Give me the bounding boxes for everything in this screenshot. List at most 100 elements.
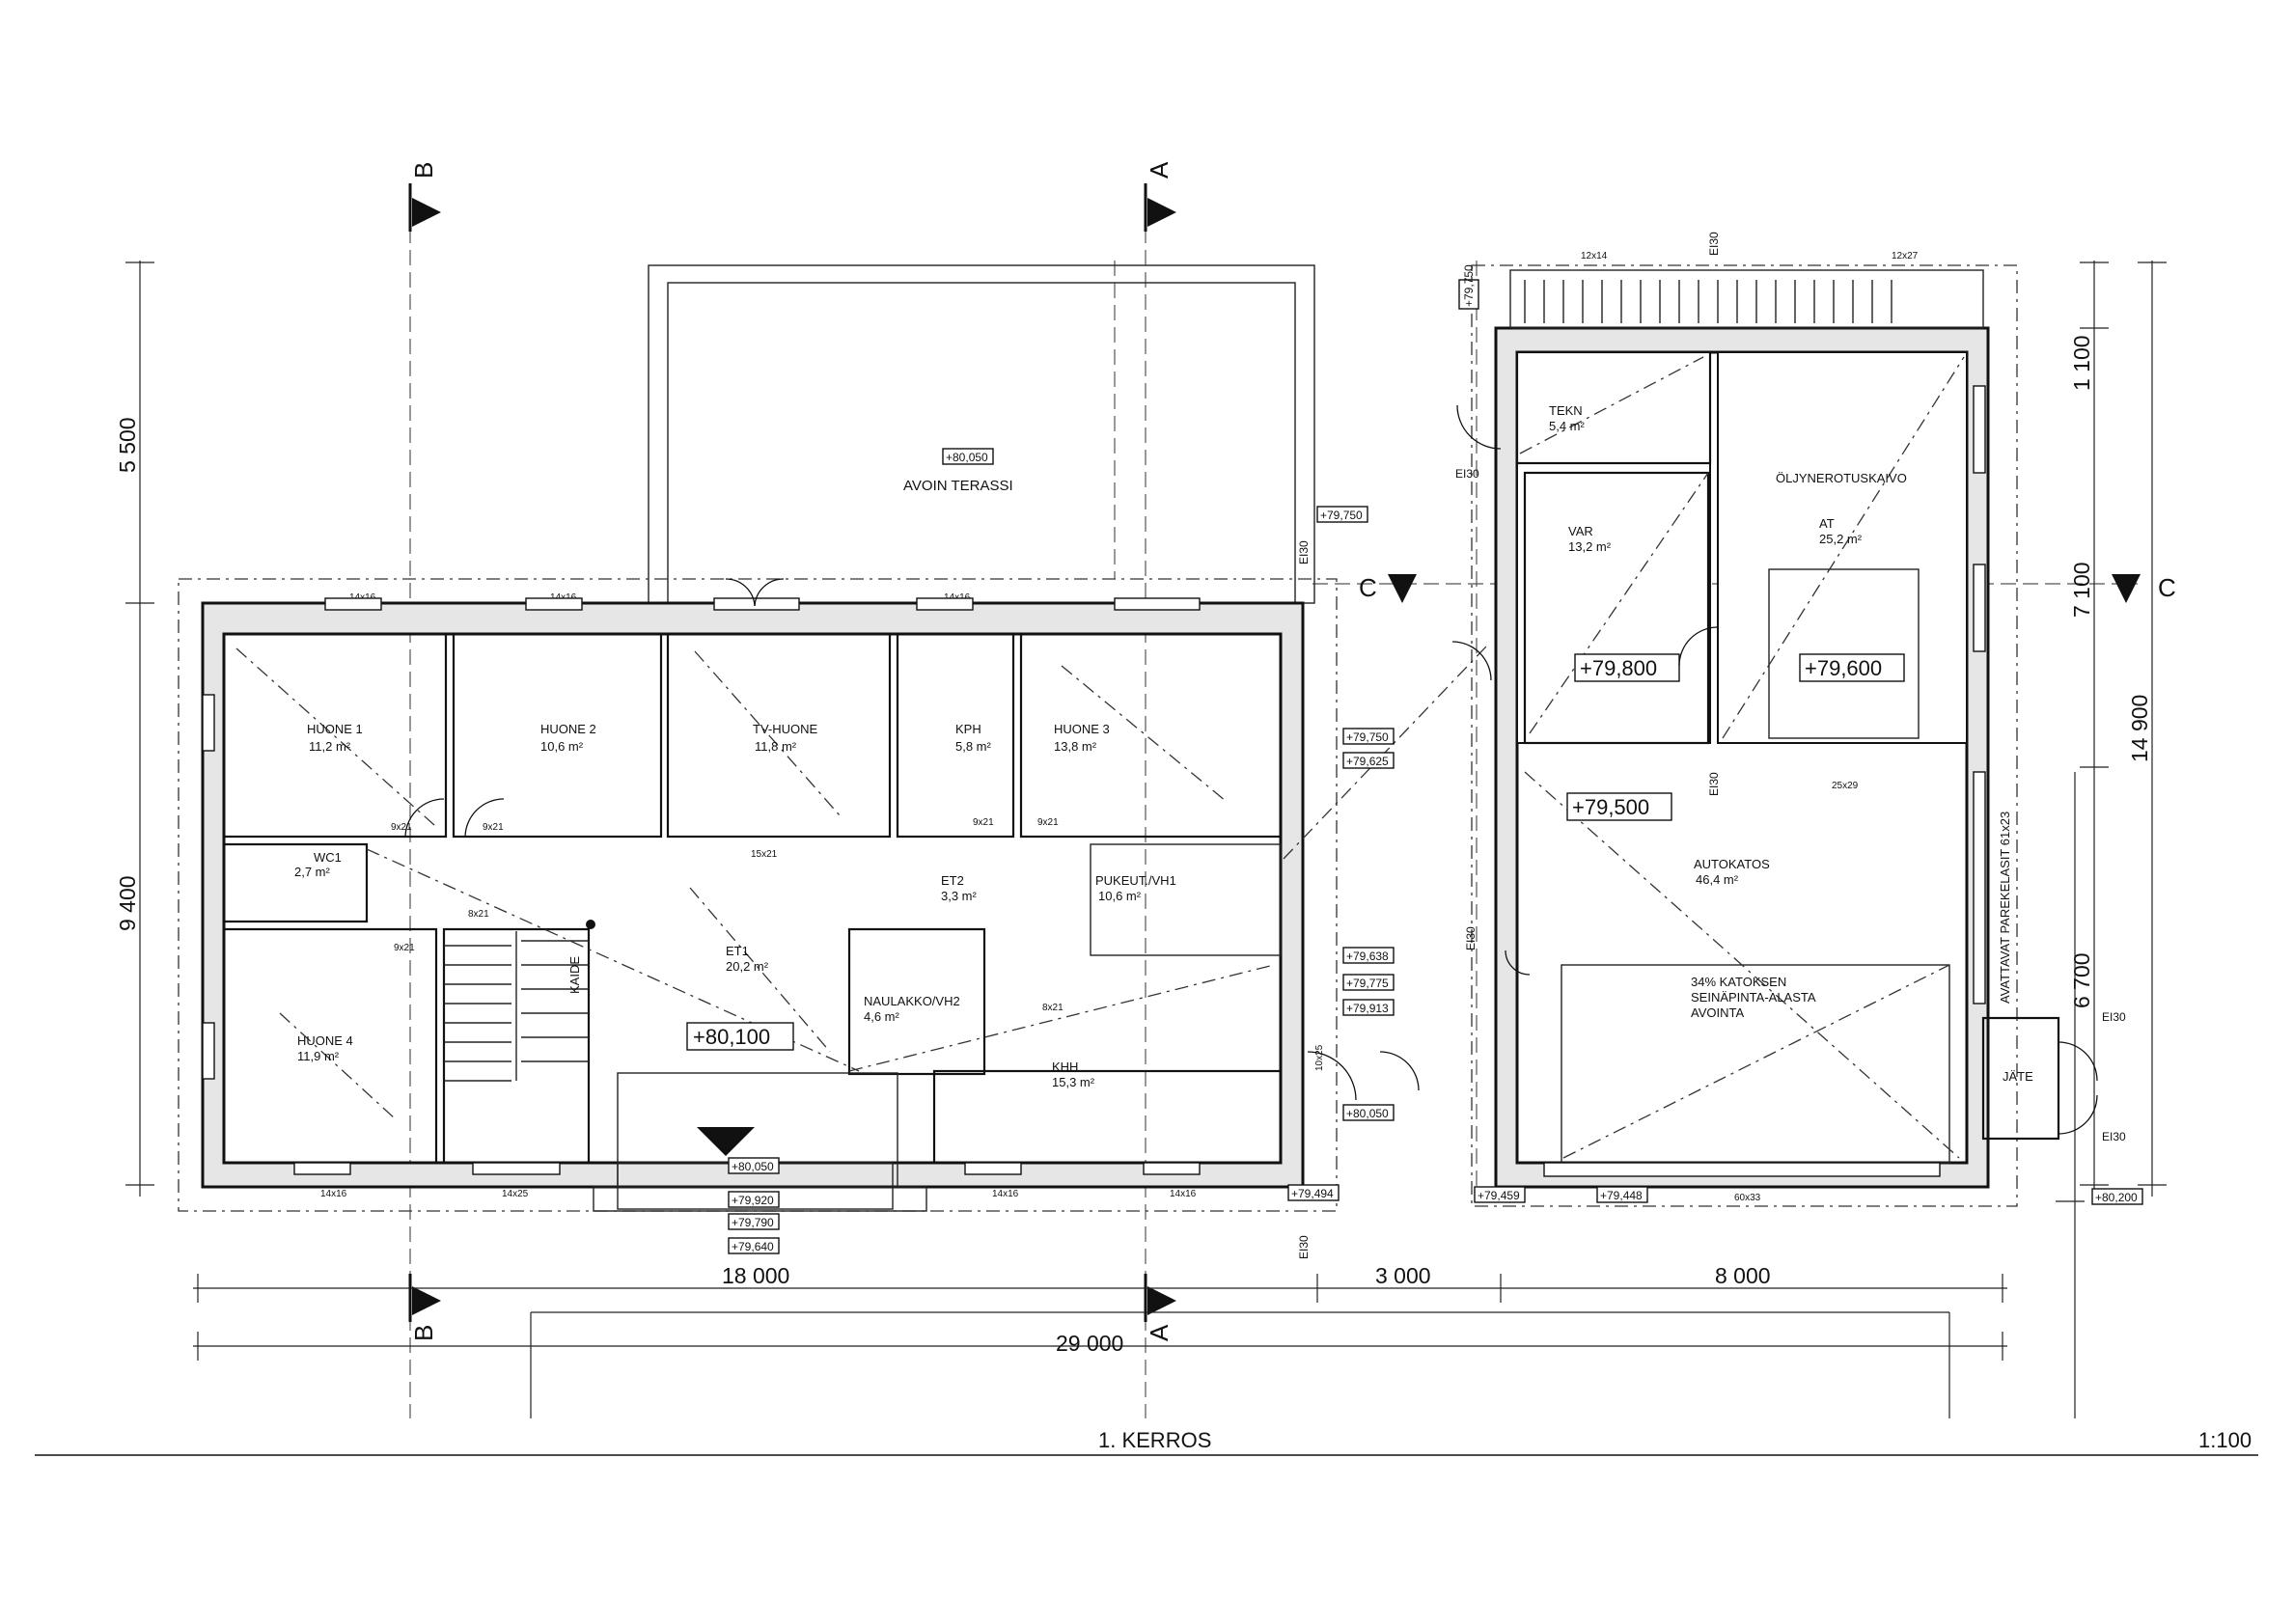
room-name: KPH bbox=[955, 722, 981, 736]
level-small: +80,050 bbox=[732, 1160, 774, 1173]
doors bbox=[404, 404, 2098, 1135]
room-area: 15,3 m² bbox=[1052, 1075, 1095, 1089]
level-small: +80,200 bbox=[2095, 1191, 2138, 1204]
door-mark: 9x21 bbox=[391, 822, 412, 833]
fire-label: EI30 bbox=[1297, 1235, 1311, 1259]
room-area: 4,6 m² bbox=[864, 1009, 900, 1024]
door-mark: 9x21 bbox=[1037, 817, 1059, 828]
window-mark: 14x16 bbox=[992, 1189, 1019, 1199]
level-small: +79,459 bbox=[1478, 1189, 1520, 1202]
window-mark: 14x16 bbox=[320, 1189, 347, 1199]
outbuilding bbox=[1283, 264, 2060, 1207]
room-area: 11,9 m² bbox=[297, 1049, 340, 1063]
room-name: VAR bbox=[1568, 524, 1593, 538]
room-area: 10,6 m² bbox=[1098, 889, 1142, 903]
room-name: TEKN bbox=[1549, 403, 1583, 418]
stair-rail-label: KAIDE bbox=[567, 956, 582, 994]
fire-label: EI30 bbox=[1297, 540, 1311, 564]
window-mark: 60x33 bbox=[1734, 1193, 1761, 1203]
window-mark: 12x14 bbox=[1581, 251, 1608, 261]
dim-14900: 14 900 bbox=[2127, 695, 2152, 762]
level-small: +80,050 bbox=[1346, 1107, 1389, 1120]
door-mark: 9x21 bbox=[394, 943, 415, 953]
section-marker-a-bottom: A bbox=[1144, 1274, 1176, 1341]
door-mark: 8x21 bbox=[468, 909, 489, 920]
stairs: KAIDE bbox=[444, 920, 595, 1082]
level-large: +79,500 bbox=[1572, 795, 1649, 819]
room-area: 2,7 m² bbox=[294, 865, 331, 879]
window-mark: 14x16 bbox=[1170, 1189, 1197, 1199]
level-large: +79,800 bbox=[1580, 656, 1657, 680]
room-name: WC1 bbox=[314, 850, 342, 865]
door-mark: 8x21 bbox=[1042, 1003, 1064, 1013]
main-house: KAIDE bbox=[178, 578, 1338, 1212]
window-mark: 12x27 bbox=[1892, 251, 1919, 261]
room-name: NAULAKKO/VH2 bbox=[864, 994, 960, 1008]
door-mark: 10x25 bbox=[1314, 1044, 1325, 1071]
level-large: +80,100 bbox=[693, 1025, 770, 1049]
room-name: HUONE 1 bbox=[307, 722, 363, 736]
terrace-level: +80,050 bbox=[946, 451, 988, 464]
glazing-label: AVATTAVAT PAREKELASIT 61x23 bbox=[1998, 812, 2012, 1004]
steps bbox=[1509, 269, 1984, 329]
level-small: +79,750 bbox=[1346, 730, 1389, 744]
level-small: +79,640 bbox=[732, 1240, 774, 1253]
fire-label: EI30 bbox=[1455, 467, 1479, 481]
room-name: KHH bbox=[1052, 1060, 1078, 1074]
room-labels: HUONE 1 11,2 m² HUONE 2 10,6 m² TV-HUONE… bbox=[294, 403, 2033, 1089]
dim-5500: 5 500 bbox=[115, 417, 140, 473]
room-name: AT bbox=[1819, 516, 1835, 531]
room-name: ET2 bbox=[941, 873, 964, 888]
section-label-c-right: C bbox=[2158, 573, 2176, 602]
level-boxes-large: +80,100 +79,800 +79,600 +79,500 bbox=[686, 653, 1905, 1051]
room-name: TV-HUONE bbox=[753, 722, 818, 736]
room-area: 20,2 m² bbox=[726, 959, 769, 974]
terrace: +80,050 AVOIN TERASSI bbox=[648, 264, 1315, 604]
level-small: +79,750 bbox=[1320, 509, 1363, 522]
level-small: +79,913 bbox=[1346, 1002, 1389, 1015]
section-label-a-bottom: A bbox=[1145, 1324, 1174, 1341]
section-marker-a-top: A bbox=[1144, 161, 1176, 232]
level-small: +79,448 bbox=[1600, 1189, 1643, 1202]
room-area: 11,2 m² bbox=[309, 739, 351, 754]
window-mark: 14x25 bbox=[502, 1189, 529, 1199]
room-area: 13,2 m² bbox=[1568, 539, 1612, 554]
section-marker-c-right: C bbox=[2112, 573, 2176, 603]
terrace-label: AVOIN TERASSI bbox=[903, 478, 1013, 494]
level-small: +79,790 bbox=[732, 1216, 774, 1229]
room-name: HUONE 3 bbox=[1054, 722, 1110, 736]
dim-7100: 7 100 bbox=[2069, 562, 2094, 618]
windows bbox=[202, 385, 1986, 1177]
door-mark: 9x21 bbox=[483, 822, 504, 833]
section-marker-c-left: C bbox=[1359, 573, 1417, 603]
drawing-scale: 1:100 bbox=[2198, 1428, 2252, 1452]
dim-6700: 6 700 bbox=[2069, 952, 2094, 1008]
section-marker-b-top: B bbox=[408, 162, 441, 232]
door-mark: 9x21 bbox=[973, 817, 994, 828]
fire-label: EI30 bbox=[2102, 1010, 2126, 1024]
room-name: HUONE 2 bbox=[540, 722, 596, 736]
carport-note: AVOINTA bbox=[1691, 1005, 1744, 1020]
section-label-b-bottom: B bbox=[409, 1325, 438, 1341]
level-small: +79,638 bbox=[1346, 950, 1389, 963]
drawing-title: 1. KERROS bbox=[1098, 1428, 1211, 1452]
section-label-c-left: C bbox=[1359, 573, 1377, 602]
room-name: AUTOKATOS bbox=[1694, 857, 1770, 871]
window-mark: 25x29 bbox=[1832, 781, 1859, 791]
dim-29000: 29 000 bbox=[1056, 1331, 1123, 1356]
room-area: 5,4 m² bbox=[1549, 419, 1586, 433]
level-small: +79,494 bbox=[1291, 1187, 1334, 1200]
dimension-lines bbox=[125, 261, 2167, 1418]
room-area: 11,8 m² bbox=[755, 739, 797, 754]
dim-9400: 9 400 bbox=[115, 875, 140, 931]
dim-3000: 3 000 bbox=[1375, 1263, 1431, 1288]
level-small: +79,625 bbox=[1346, 755, 1389, 768]
room-name: JÄTE bbox=[2003, 1069, 2033, 1084]
room-name: HUONE 4 bbox=[297, 1033, 353, 1048]
door-mark: 15x21 bbox=[751, 849, 778, 860]
room-area: 5,8 m² bbox=[955, 739, 992, 754]
carport-note: SEINÄPINTA-ALASTA bbox=[1691, 990, 1816, 1005]
carport-note: 34% KATOKSEN bbox=[1691, 975, 1786, 989]
room-area: 3,3 m² bbox=[941, 889, 978, 903]
